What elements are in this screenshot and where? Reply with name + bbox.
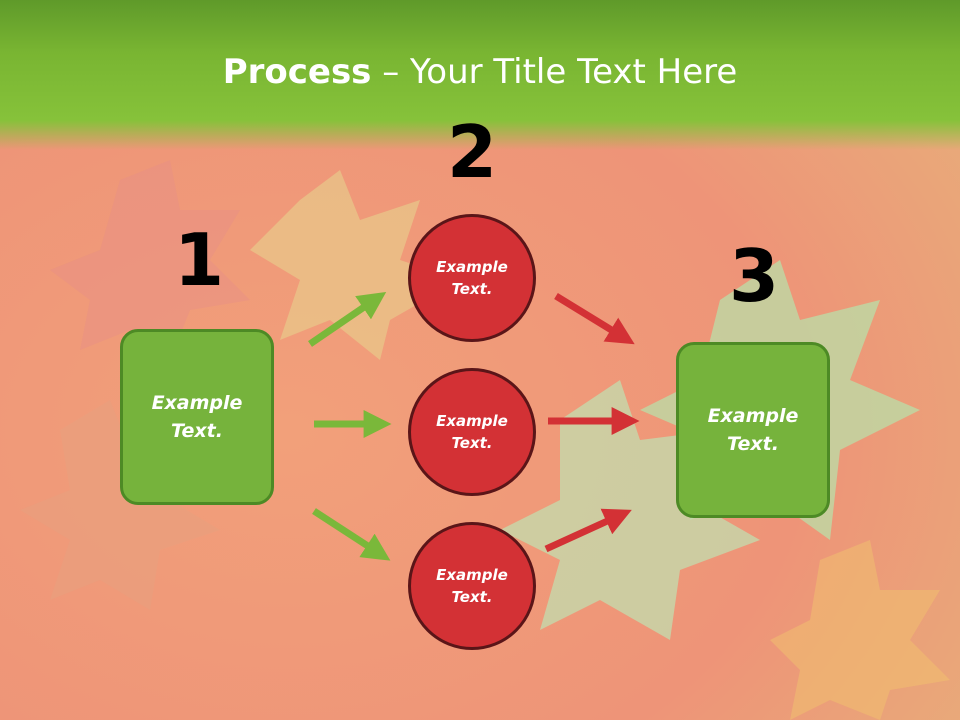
title-rest: – Your Title Text Here [371, 52, 738, 92]
step-2-number: 2 [446, 110, 498, 194]
step-3-number: 3 [728, 234, 780, 318]
title-band [0, 0, 960, 150]
step-2-circle-top: Example Text. [408, 214, 536, 342]
step-1-number: 1 [173, 218, 225, 302]
step-3-box: Example Text. [676, 342, 830, 518]
step-2-label-top: Example Text. [436, 257, 508, 299]
slide-title: Process – Your Title Text Here [0, 52, 960, 92]
step-2-circle-bottom: Example Text. [408, 522, 536, 650]
step-1-label: Example Text. [151, 391, 243, 443]
step-1-box: Example Text. [120, 329, 274, 505]
step-3-label: Example Text. [707, 404, 799, 456]
arrow-green-up [308, 291, 387, 347]
title-bold: Process [222, 52, 372, 92]
step-2-label-middle: Example Text. [436, 411, 508, 453]
step-2-circle-middle: Example Text. [408, 368, 536, 496]
arrow-red-up [544, 508, 632, 553]
step-2-label-bottom: Example Text. [436, 565, 508, 607]
arrow-red-down [554, 293, 635, 345]
arrow-green-down [312, 508, 391, 561]
